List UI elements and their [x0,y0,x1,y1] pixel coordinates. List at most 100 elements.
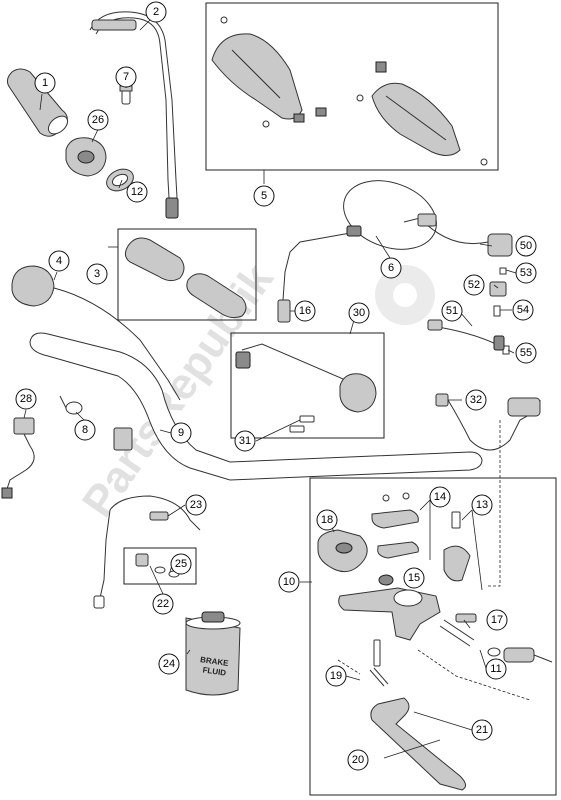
callout-20: 20 [347,749,369,771]
mirror [282,180,437,301]
fluid-label-line2: FLUID [202,665,227,677]
svg-text:31: 31 [239,435,251,447]
right-brake-switch [435,393,541,587]
callout-53: 53 [515,262,537,284]
callout-2: 2 [145,1,167,23]
callout-54: 54 [512,299,534,321]
callout-13: 13 [471,494,493,516]
clutch-switch-assembly [235,343,377,433]
callout-10: 10 [278,571,300,593]
callout-9: 9 [170,422,192,444]
callout-19: 19 [325,665,347,687]
callout-28: 28 [15,388,37,410]
dashed-guides [337,649,531,701]
callout-7: 7 [115,66,137,88]
svg-text:17: 17 [491,614,503,626]
fluid-label-line1: BRAKE [200,655,230,668]
lever-pivot-parts [369,639,389,687]
callout-23: 23 [185,494,207,516]
watermark: PartsRepublik [73,255,283,526]
group-box-grips [117,228,257,321]
svg-text:14: 14 [434,491,446,503]
callout-14: 14 [429,486,451,508]
throttle-grip [6,68,69,137]
master-cylinder-body [338,574,441,641]
leader-lines [23,19,517,759]
group-box-handguards [205,2,499,171]
piston-assembly [439,613,553,663]
svg-text:55: 55 [520,347,532,359]
callout-15: 15 [403,567,425,589]
svg-text:11: 11 [490,663,501,675]
callout-4: 4 [48,250,70,272]
svg-text:28: 28 [20,393,32,405]
left-handguard [211,33,303,120]
svg-text:30: 30 [353,307,365,319]
svg-text:24: 24 [163,658,175,670]
brake-fluid-can: BRAKE FLUID [185,611,241,696]
svg-text:10: 10 [283,576,295,588]
svg-text:50: 50 [520,240,532,252]
handlebar-grips [124,237,247,319]
svg-text:21: 21 [476,724,488,736]
callout-31: 31 [234,430,256,452]
brake-hose [93,495,201,609]
callout-5: 5 [253,185,275,207]
svg-text:19: 19 [330,670,342,682]
brake-lever [370,697,466,791]
svg-text:12: 12 [131,186,143,198]
callout-8: 8 [74,419,96,441]
handguard-hardware [220,16,488,166]
throttle-housing [65,137,107,177]
svg-text:51: 51 [446,305,458,317]
svg-text:5: 5 [261,190,267,202]
svg-text:6: 6 [388,262,394,274]
callout-16: 16 [294,300,316,322]
mirror-nut [277,299,291,323]
left-switch [11,265,181,401]
svg-text:8: 8 [82,424,88,436]
svg-text:3: 3 [94,268,100,280]
callout-32: 32 [465,389,487,411]
svg-text:53: 53 [520,267,532,279]
right-switch-unit [403,213,513,257]
grip-screw [119,85,133,105]
callout-51: 51 [441,300,463,322]
callout-22: 22 [152,593,174,615]
switch-cable [427,319,505,351]
callout-26: 26 [87,109,109,131]
callout-55: 55 [515,342,537,364]
callout-12: 12 [126,181,148,203]
svg-text:25: 25 [175,558,187,570]
cable-tie [59,395,83,415]
svg-text:26: 26 [92,114,104,126]
callout-30: 30 [348,302,370,324]
callout-52: 52 [463,274,485,296]
left-cable-switch [1,417,35,499]
svg-text:18: 18 [321,514,333,526]
group-box-switch [230,332,385,439]
svg-text:22: 22 [157,598,169,610]
svg-text:4: 4 [56,255,62,267]
callout-18: 18 [316,509,338,531]
watermark-text: PartsRepublik [73,255,283,526]
callout-6: 6 [380,257,402,279]
svg-text:16: 16 [299,305,311,317]
connector [113,427,133,451]
throttle-cables [89,11,179,219]
throttle-ring [106,168,134,192]
callout-17: 17 [486,609,508,631]
svg-text:1: 1 [42,77,48,89]
svg-text:7: 7 [123,71,129,83]
svg-text:13: 13 [476,499,488,511]
svg-text:32: 32 [470,394,482,406]
svg-text:23: 23 [190,499,202,511]
callout-3: 3 [86,263,108,285]
svg-text:20: 20 [352,754,364,766]
callout-25: 25 [170,553,192,575]
group-box-brake-master [309,477,557,796]
right-handguard [371,82,461,156]
gear-watermark-icon [375,265,435,325]
callout-50: 50 [515,235,537,257]
